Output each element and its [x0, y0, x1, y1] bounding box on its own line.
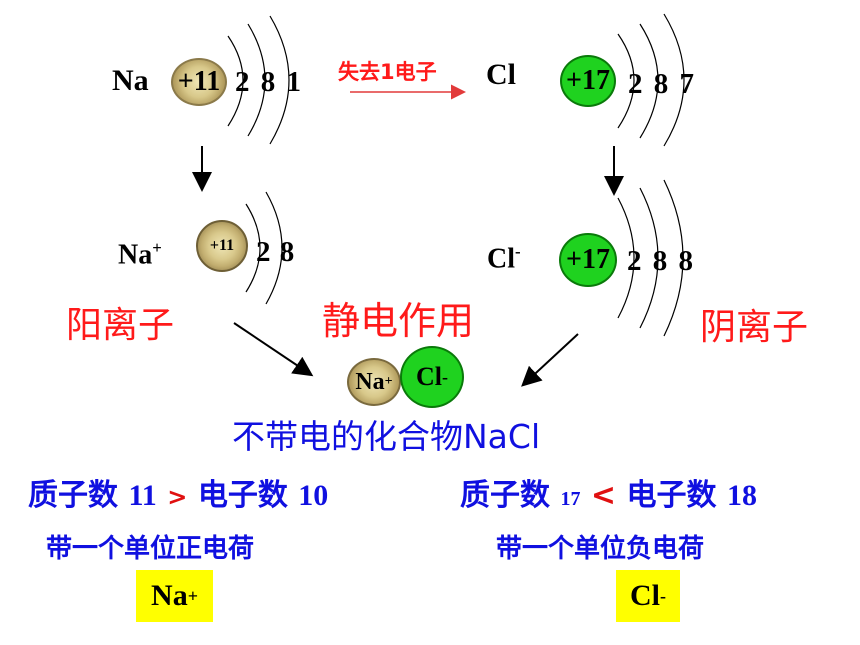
compound-na-text: Na	[355, 368, 385, 395]
na-protons: 11	[128, 479, 157, 512]
cl-ion-shells	[617, 179, 684, 337]
compound-na-ion: Na+	[347, 358, 401, 406]
na-ion-nucleus: +11	[196, 220, 248, 272]
na-electrons-label: 电子数	[197, 478, 288, 513]
na-electrons: 10	[298, 479, 329, 512]
na-nucleus: +11	[171, 58, 227, 106]
na-nucleus-label: +11	[177, 66, 221, 97]
na-ion-badge: Na+	[136, 570, 213, 622]
na-protons-label: 质子数	[28, 478, 118, 513]
cl-charge-text: 带一个单位负电荷	[496, 534, 705, 564]
cl-ion-badge: Cl-	[616, 570, 680, 622]
cl-ion-charge: -	[515, 242, 521, 261]
cl-electrons: 18	[726, 479, 757, 512]
cl-ion-symbol: Cl-	[487, 242, 521, 275]
cl-ion-nucleus-label: +17	[566, 244, 610, 275]
compound-caption: 不带电的化合物NaCl	[232, 417, 541, 456]
na-ion-nucleus-label: +11	[209, 237, 235, 254]
transfer-label: 失去1电子	[338, 60, 437, 84]
cl-electrons-label: 电子数	[626, 478, 717, 513]
na-compare-sign: >	[167, 483, 188, 511]
compound-cl-ion: Cl-	[400, 346, 464, 408]
cl-nucleus: +17	[560, 55, 616, 107]
cl-protons: 17	[560, 488, 581, 510]
force-label: 静电作用	[322, 299, 475, 343]
compound-cl-charge: -	[442, 366, 448, 387]
cl-atom-shells	[617, 13, 685, 147]
na-atom-shells	[227, 15, 290, 145]
na-ion-charge: +	[152, 238, 162, 257]
na-badge-text: Na	[151, 579, 188, 612]
cl-protons-label: 质子数	[460, 478, 550, 513]
na-ion-shell-numbers: 2 8	[256, 236, 295, 268]
na-badge-charge: +	[187, 585, 198, 606]
compound-na-charge: +	[384, 374, 393, 389]
cl-ion-arrow	[521, 333, 579, 387]
na-charge-text: 带一个单位正电荷	[46, 534, 255, 564]
cl-atom-symbol: Cl	[486, 58, 516, 91]
cl-ion-symbol-text: Cl	[487, 243, 515, 275]
cl-compare-sign: <	[590, 478, 617, 513]
cl-shell-numbers: 2 8 7	[628, 68, 694, 100]
cation-label: 阳离子	[66, 305, 175, 346]
na-atom-symbol: Na	[112, 64, 149, 97]
cl-ion-shell-numbers: 2 8 8	[627, 245, 693, 277]
compound-cl-text: Cl	[416, 362, 442, 391]
na-ion-arrow	[233, 322, 314, 377]
cl-ion-nucleus: +17	[559, 233, 617, 287]
cl-badge-text: Cl	[630, 579, 660, 612]
na-shell-numbers: 2 8 1	[235, 66, 301, 98]
anion-label: 阴离子	[700, 307, 809, 348]
na-compare: 质子数 11 > 电子数 10	[28, 470, 328, 514]
na-ion-symbol-text: Na	[118, 239, 153, 271]
na-ion-symbol: Na+	[118, 238, 162, 271]
cl-compare: 质子数 17 < 电子数 18	[460, 470, 757, 514]
cl-badge-charge: -	[660, 585, 666, 606]
cl-nucleus-label: +17	[566, 65, 610, 96]
na-ion-shells	[245, 191, 283, 305]
